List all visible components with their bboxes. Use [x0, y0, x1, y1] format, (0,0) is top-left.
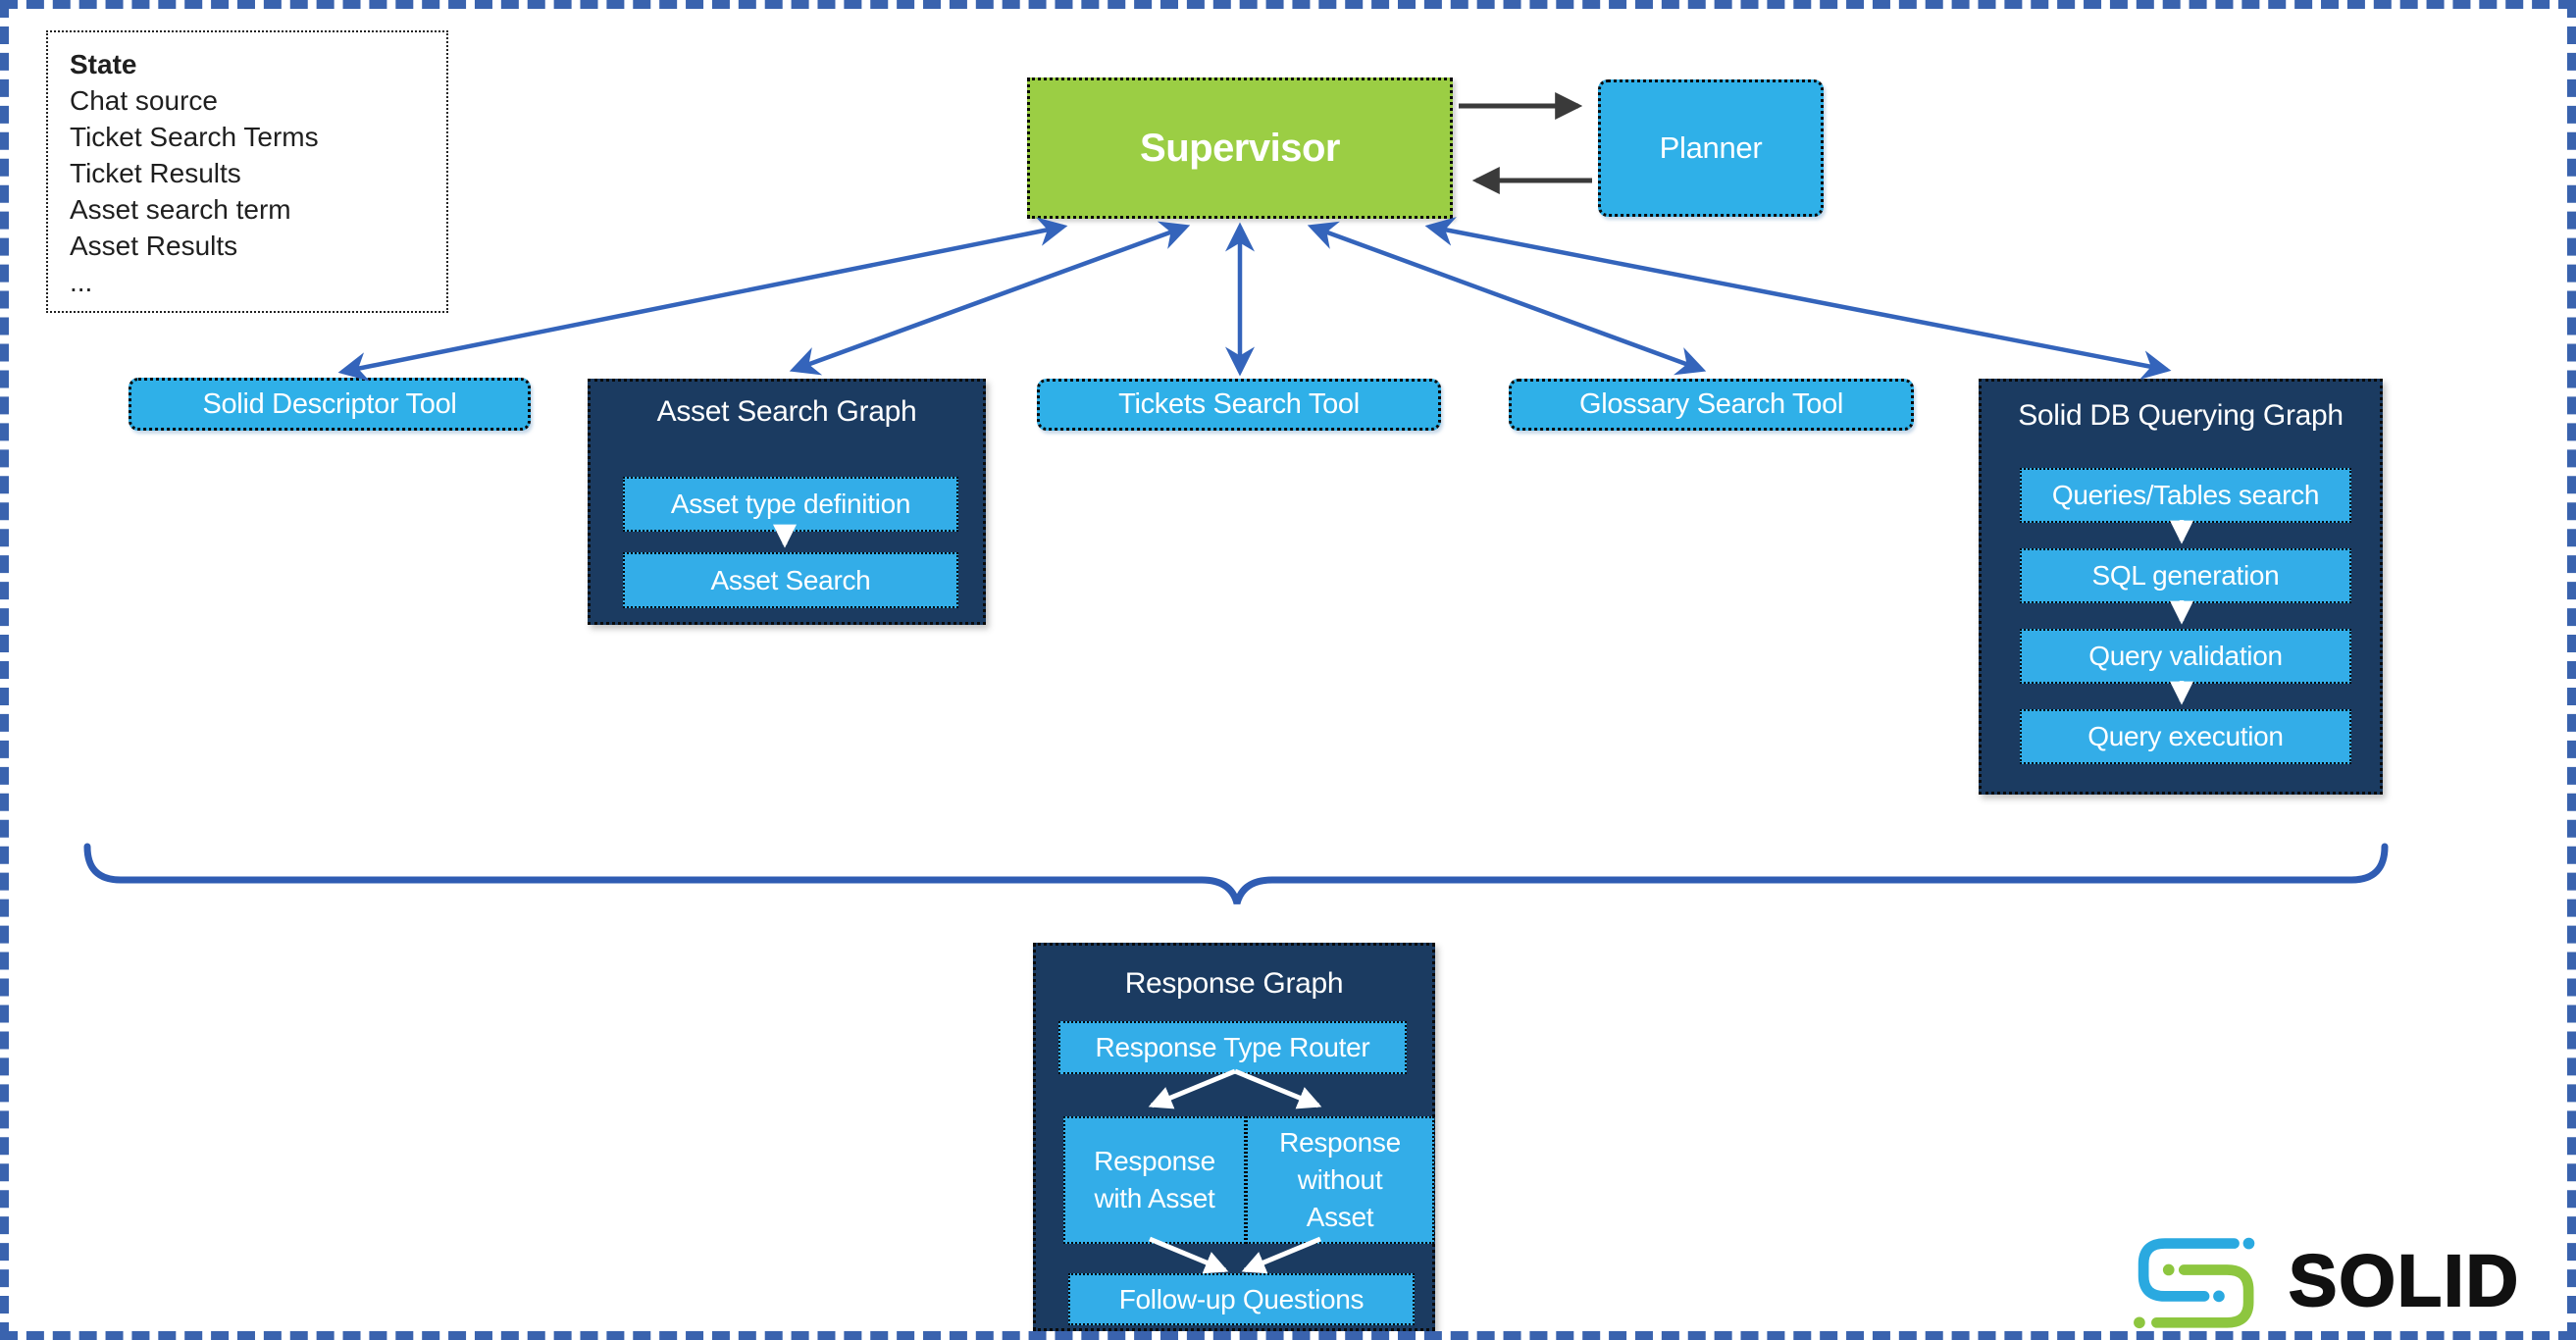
- supervisor-tool-arrows: [337, 217, 2172, 382]
- queries-tables-search-label: Queries/Tables search: [2051, 480, 2320, 510]
- supervisor-label: Supervisor: [1140, 126, 1340, 170]
- response-type-router-node: Response Type Router: [1058, 1021, 1407, 1074]
- response-without-asset-node: Response without Asset: [1246, 1116, 1434, 1244]
- solid-descriptor-tool-node: Solid Descriptor Tool: [129, 378, 531, 431]
- query-validation-label: Query validation: [2088, 641, 2283, 671]
- asset-search-label: Asset Search: [710, 564, 871, 595]
- query-validation-node: Query validation: [2020, 629, 2351, 684]
- asset-search-graph-panel: Asset Search Graph Asset type definition…: [588, 379, 986, 625]
- glossary-search-tool-node: Glossary Search Tool: [1509, 379, 1914, 431]
- follow-up-questions-label: Follow-up Questions: [1118, 1283, 1365, 1314]
- state-item: Ticket Search Terms: [70, 122, 319, 152]
- response-without-asset-label: Response without Asset: [1279, 1127, 1401, 1232]
- state-item: ...: [70, 267, 93, 297]
- state-item: Asset Results: [70, 231, 238, 261]
- asset-search-graph-title: Asset Search Graph: [656, 395, 917, 428]
- tickets-search-tool-node: Tickets Search Tool: [1037, 379, 1441, 431]
- asset-type-definition-label: Asset type definition: [670, 489, 911, 519]
- state-item: Asset search term: [70, 194, 291, 225]
- state-box: State Chat source Ticket Search Terms Ti…: [46, 30, 448, 313]
- solid-logo: SOLID: [2126, 1225, 2521, 1331]
- response-graph-title: Response Graph: [1124, 967, 1344, 1000]
- tickets-search-tool-label: Tickets Search Tool: [1118, 388, 1360, 420]
- response-graph-panel: Response Graph Response Type Router Resp…: [1033, 943, 1435, 1331]
- query-execution-node: Query execution: [2020, 709, 2351, 764]
- planner-label: Planner: [1659, 130, 1763, 165]
- sql-generation-label: SQL generation: [2091, 560, 2280, 591]
- state-title: State: [70, 49, 137, 79]
- arrow-supervisor-asset-search-graph: [789, 221, 1191, 376]
- query-execution-label: Query execution: [2087, 721, 2284, 751]
- asset-type-definition-node: Asset type definition: [623, 477, 958, 532]
- grouping-brace: [83, 843, 2389, 905]
- solid-logo-icon: [2134, 1237, 2255, 1328]
- solid-logo-text: SOLID: [2288, 1239, 2521, 1322]
- follow-up-questions-node: Follow-up Questions: [1068, 1273, 1415, 1325]
- response-with-asset-node: Response with Asset: [1063, 1116, 1246, 1244]
- queries-tables-search-node: Queries/Tables search: [2020, 468, 2351, 523]
- state-item: Ticket Results: [70, 158, 241, 188]
- response-type-router-label: Response Type Router: [1095, 1032, 1370, 1062]
- state-item: Chat source: [70, 85, 218, 116]
- arrow-supervisor-glossary-search-tool: [1307, 221, 1707, 376]
- response-with-asset-label: Response with Asset: [1094, 1146, 1215, 1213]
- sql-generation-node: SQL generation: [2020, 548, 2351, 603]
- solid-descriptor-tool-label: Solid Descriptor Tool: [202, 387, 457, 420]
- supervisor-node: Supervisor: [1027, 77, 1453, 219]
- glossary-search-tool-label: Glossary Search Tool: [1578, 388, 1844, 420]
- solid-db-querying-graph-panel: Solid DB Querying Graph Queries/Tables s…: [1979, 379, 2383, 795]
- planner-node: Planner: [1598, 79, 1824, 217]
- arrow-supervisor-solid-db-querying-graph: [1424, 217, 2172, 380]
- asset-search-node: Asset Search: [623, 552, 958, 608]
- solid-db-querying-graph-title: Solid DB Querying Graph: [2018, 399, 2344, 432]
- arrow-supervisor-solid-descriptor-tool: [337, 217, 1068, 382]
